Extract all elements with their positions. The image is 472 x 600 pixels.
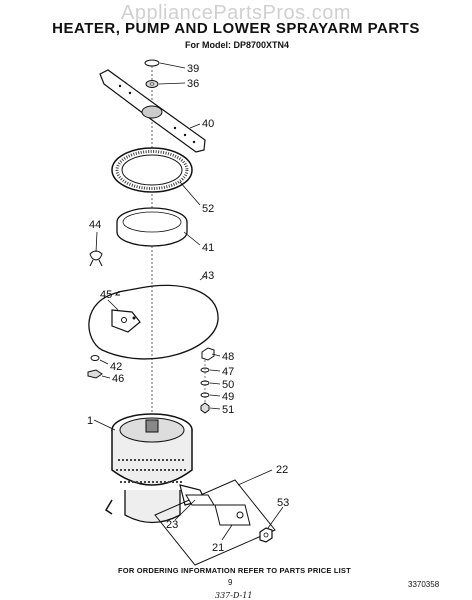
part-label-44: 44 [89, 219, 101, 231]
part-43-heater-element [88, 284, 219, 360]
part-label-36: 36 [187, 78, 199, 90]
part-48-terminal [201, 347, 215, 361]
part-45-bracket [111, 309, 141, 333]
part-label-39: 39 [187, 63, 199, 75]
model-number: For Model: DP8700XTN4 [185, 40, 290, 50]
part-51-nut [200, 402, 210, 414]
part-42-washer [90, 355, 100, 361]
part-36-nut [145, 80, 159, 88]
part-label-47: 47 [222, 366, 234, 378]
part-label-51: 51 [222, 404, 234, 416]
part-label-45: 45 [100, 289, 112, 301]
part-41-ring [116, 207, 188, 247]
part-label-23: 23 [166, 519, 178, 531]
page-number: 9 [228, 578, 233, 587]
part-label-52: 52 [202, 203, 214, 215]
document-number: 3370358 [408, 580, 440, 589]
part-39-cap [144, 59, 160, 67]
part-label-41: 41 [202, 242, 214, 254]
part-52-filter-screen [111, 147, 193, 193]
part-22-motor-detail [154, 479, 276, 566]
part-label-22: 22 [276, 464, 288, 476]
part-40-sprayarm [99, 69, 206, 153]
watermark: AppliancePartsPros.com [121, 2, 351, 24]
handwritten-note: 337-D-11 [215, 591, 253, 600]
part-label-49: 49 [222, 391, 234, 403]
part-46-nut [87, 369, 103, 379]
part-label-50: 50 [222, 379, 234, 391]
ordering-info-footer: FOR ORDERING INFORMATION REFER TO PARTS … [118, 566, 351, 575]
part-label-43: 43 [202, 270, 214, 282]
part-label-1: 1 [87, 415, 93, 427]
page-title: HEATER, PUMP AND LOWER SPRAYARM PARTS [52, 20, 420, 37]
part-1-pump-assembly [104, 413, 206, 524]
part-44-clip [89, 250, 103, 267]
part-53-nut [259, 527, 273, 543]
part-label-48: 48 [222, 351, 234, 363]
part-label-40: 40 [202, 118, 214, 130]
part-label-21: 21 [212, 542, 224, 554]
part-label-53: 53 [277, 497, 289, 509]
leader-lines [93, 62, 284, 541]
part-label-46: 46 [112, 373, 124, 385]
part-label-42: 42 [110, 361, 122, 373]
